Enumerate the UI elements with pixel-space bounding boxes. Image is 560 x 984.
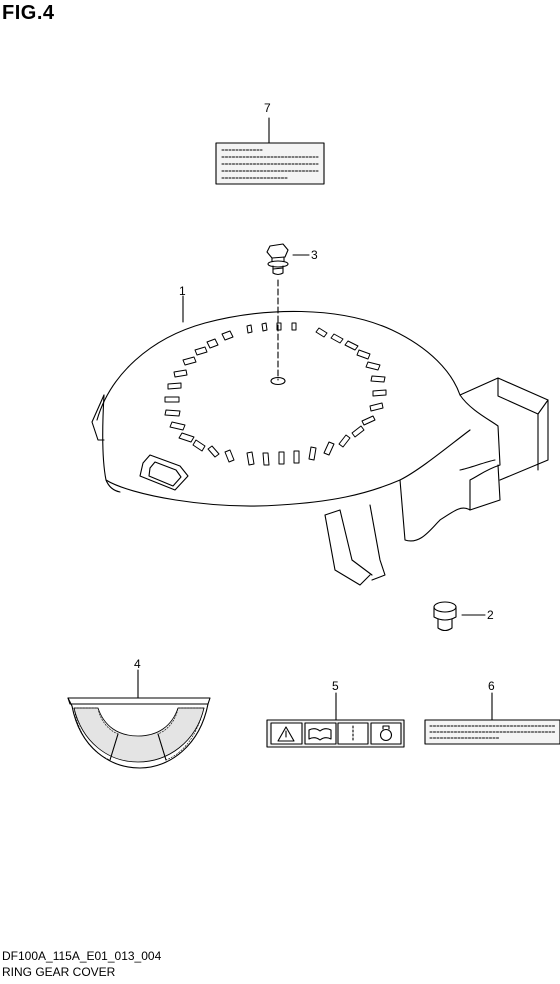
ring-gear-cover-1 [91,295,549,586]
figure-title: FIG.4 [2,2,55,24]
callout-3: 3 [311,248,318,262]
caution-label-5 [266,692,405,748]
label-strip-6 [424,692,560,745]
callout-7: 7 [264,101,271,115]
callout-2: 2 [487,608,494,622]
callout-6: 6 [488,679,495,693]
heat-protector-plate-4 [67,669,211,769]
callout-4: 4 [134,657,141,671]
callout-5: 5 [332,679,339,693]
label-plate-7 [215,117,325,185]
callout-1: 1 [179,284,186,298]
figure-name: RING GEAR COVER [2,965,116,979]
figure-code: DF100A_115A_E01_013_004 [2,949,162,963]
grommet-2 [433,601,486,632]
